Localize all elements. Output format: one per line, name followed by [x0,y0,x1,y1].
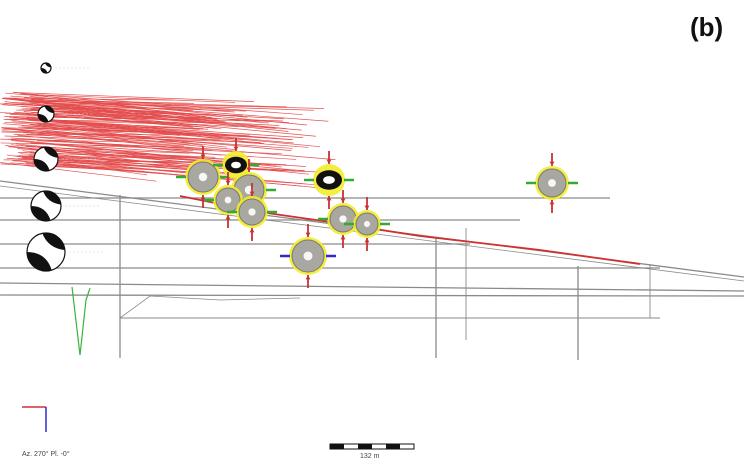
focal-mechanisms [176,138,578,288]
legend-sphere-5 [26,232,105,272]
borehole [71,286,91,356]
orientation-axes [22,406,47,432]
focal-mechanism-7 [280,224,336,288]
focal-mechanism-dark-2 [304,151,354,209]
excavation-lines [0,180,744,360]
magnitude-legend [26,62,105,272]
level-drift-5 [0,282,744,292]
focal-mechanism-cluster-4 [227,183,277,241]
focal-mechanism-5 [318,190,368,248]
focal-mechanism-cluster-1 [176,146,230,208]
focal-mechanism-8 [526,153,578,213]
scale-bar [329,443,415,450]
orientation-readout: Az. 270° Pl. -0° [22,451,70,458]
scale-label: 132 m [360,453,380,460]
legend-sphere-4 [30,190,101,222]
legend-sphere-2 [37,105,94,123]
focal-mechanism-dark-1 [213,138,259,192]
focal-mechanism-6 [344,197,390,251]
level-drift-6 [0,294,744,297]
ramp-segment [119,295,301,319]
dense-fracture-zone [0,91,336,189]
legend-sphere-1 [40,62,91,74]
panel-label: (b) [690,12,724,42]
focal-mechanism-cluster-3 [204,172,252,228]
legend-sphere-3 [33,146,98,172]
